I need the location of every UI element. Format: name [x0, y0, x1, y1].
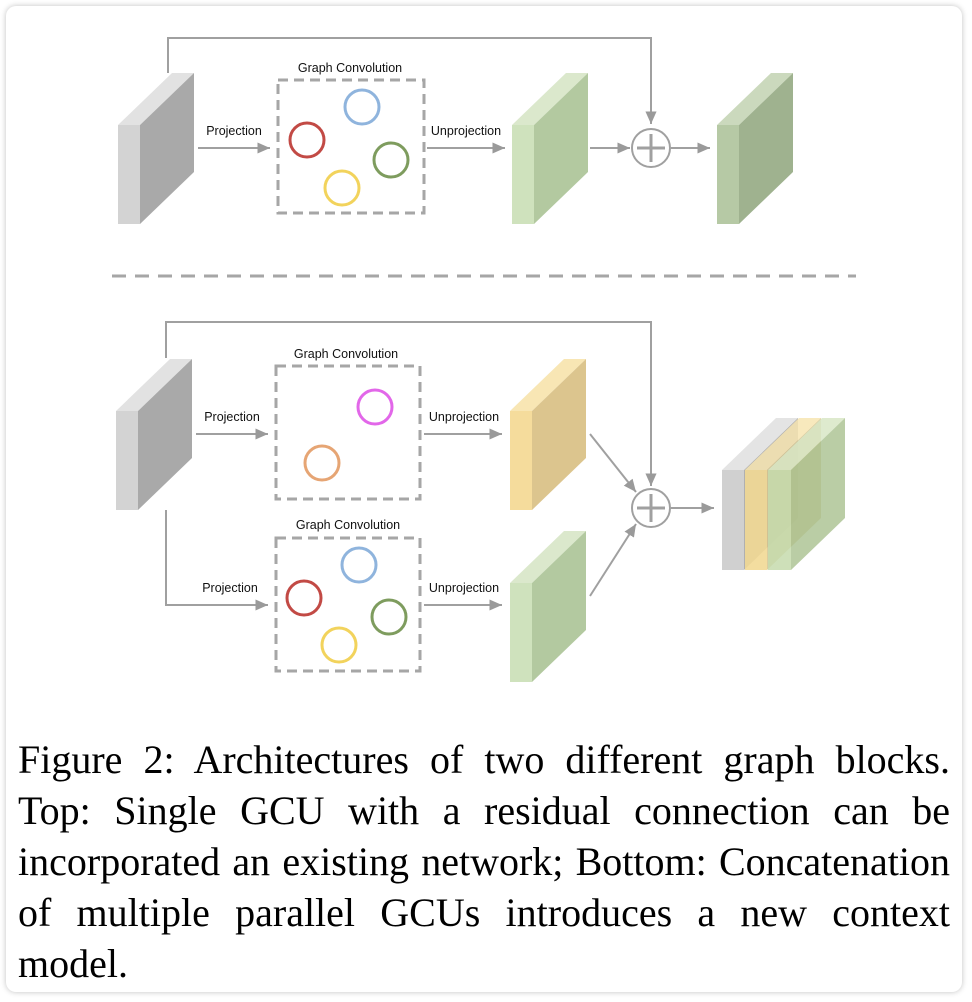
sum-operator-icon: [631, 128, 671, 168]
figure-caption: Figure 2: Architectures of two different…: [18, 737, 950, 986]
graph-node: [340, 546, 378, 584]
graph-node: [288, 121, 326, 159]
graph-node: [323, 169, 361, 207]
green-output-block: [510, 531, 586, 682]
graph-node: [285, 579, 323, 617]
unprojection-label: Unprojection: [429, 581, 499, 595]
graph-node: [356, 388, 394, 426]
green-output-block: [512, 73, 588, 224]
graph-convolution-box: [274, 364, 422, 501]
graph-convolution-box: [276, 78, 426, 215]
projection-arrow: [165, 510, 268, 611]
residual-connection-bottom: [165, 321, 657, 486]
graph-convolution-label: Graph Convolution: [298, 61, 402, 75]
architecture-diagram: Projection Graph Convolution Unprojectio…: [112, 37, 856, 682]
branch2-merge-arrow: [589, 523, 637, 597]
graph-convolution-label: Graph Convolution: [296, 518, 400, 532]
projection-label: Projection: [206, 124, 262, 138]
residual-connection: [167, 37, 657, 124]
residual-output-block: [717, 73, 793, 224]
graph-node: [303, 444, 341, 482]
input-feature-block: [118, 73, 194, 224]
branch1-merge-arrow: [589, 433, 637, 493]
unprojection-label: Unprojection: [429, 410, 499, 424]
graph-convolution-box: [274, 536, 422, 673]
graph-convolution-label: Graph Convolution: [294, 347, 398, 361]
sum-operator-icon: [631, 488, 671, 528]
graph-node: [343, 88, 381, 126]
yellow-output-block: [510, 359, 586, 510]
graph-node: [370, 598, 408, 636]
graph-node: [372, 141, 410, 179]
concatenated-output-block: [722, 418, 845, 570]
projection-label: Projection: [204, 410, 260, 424]
graph-node: [320, 626, 358, 664]
input-feature-block-bottom: [116, 359, 192, 510]
unprojection-label: Unprojection: [431, 124, 501, 138]
projection-label: Projection: [202, 581, 258, 595]
